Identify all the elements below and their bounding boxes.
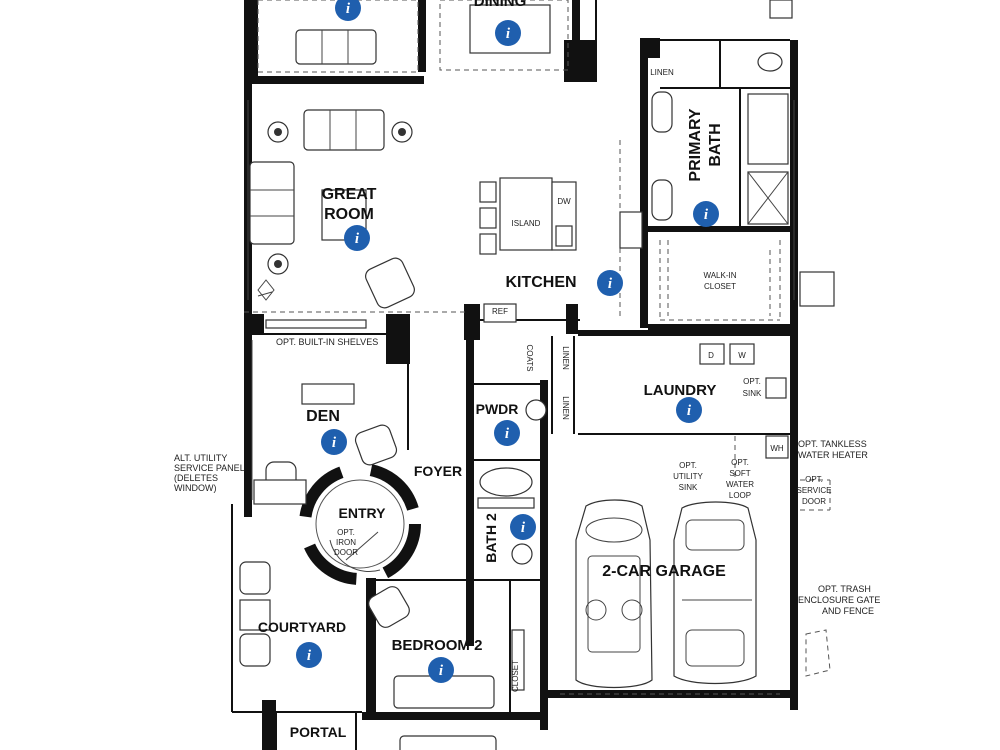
info-button-bath2[interactable]: i [510,514,536,540]
info-button-bedroom2[interactable]: i [428,657,454,683]
room-label-garage: 2-CAR GARAGE [602,563,726,580]
room-label-entry: ENTRY [339,505,387,521]
note-soft-water-line4: LOOP [729,491,751,500]
room-label-great-room-line2: ROOM [324,206,374,223]
note-opt-iron-line1: OPT. [337,528,355,537]
note-opt-shelves: OPT. BUILT-IN SHELVES [276,337,378,347]
note-tankless-line2: WATER HEATER [798,450,868,460]
label-coats: COATS [525,345,534,372]
info-button-great-room[interactable]: i [344,225,370,251]
info-button-laundry[interactable]: i [676,397,702,423]
label-walkin-line2: CLOSET [704,282,736,291]
info-button-den[interactable]: i [321,429,347,455]
room-label-courtyard: COURTYARD [258,619,346,635]
label-island: ISLAND [512,219,541,228]
info-button-dining[interactable]: i [495,20,521,46]
note-alt-utility-line2: SERVICE PANEL [174,463,245,473]
room-label-portal: PORTAL [290,724,347,740]
room-label-dining: DINING [474,0,527,10]
room-label-kitchen: KITCHEN [505,274,576,291]
room-label-bedroom2: BEDROOM 2 [392,637,483,654]
label-dw: DW [557,197,571,206]
label-linen-top: LINEN [650,68,674,77]
info-button-kitchen[interactable]: i [597,270,623,296]
note-soft-water-line3: WATER [726,480,754,489]
room-label-den: DEN [306,408,340,425]
info-button-primary-bath[interactable]: i [693,201,719,227]
label-washer: W [738,351,746,360]
note-opt-iron-line2: IRON [336,538,356,547]
label-dryer: D [708,351,714,360]
label-closet: CLOSET [511,660,520,692]
note-service-door-line3: DOOR [802,497,826,506]
label-linen-a: LINEN [561,346,570,370]
label-walkin-line1: WALK-IN [703,271,736,280]
room-label-foyer: FOYER [414,463,462,479]
label-ref: REF [492,307,508,316]
note-trash-line2: ENCLOSURE GATE [798,595,880,605]
note-opt-sink-line2: SINK [743,389,762,398]
room-label-primary-bath-line1: PRIMARY [687,108,704,182]
walls [231,0,798,750]
room-label-great-room-line1: GREAT [322,186,377,203]
note-trash-line3: AND FENCE [822,606,874,616]
furniture [239,0,835,750]
room-label-primary-bath-line2: BATH [707,123,724,166]
note-utility-sink-line2: UTILITY [673,472,703,481]
note-service-door-line1: OPT. [805,475,823,484]
note-trash-line1: OPT. TRASH [818,584,871,594]
note-soft-water-line2: SOFT [729,469,750,478]
room-label-laundry: LAUNDRY [644,382,717,399]
note-opt-sink-line1: OPT. [743,377,761,386]
note-alt-utility-line4: WINDOW) [174,483,217,493]
garage-cars [575,499,757,689]
note-alt-utility-line3: (DELETES [174,473,218,483]
note-soft-water-line1: OPT. [731,458,749,467]
room-labels: DINING GREAT ROOM KITCHEN PRIMARY BATH D… [258,0,726,740]
room-label-pwdr: PWDR [476,401,519,417]
info-button-living[interactable]: i [335,0,361,21]
fixture-labels: LINEN ISLAND DW REF COATS LINEN LINEN WA… [492,68,784,692]
label-wh: WH [770,444,784,453]
note-tankless-line1: OPT. TANKLESS [798,439,867,449]
label-linen-b: LINEN [561,396,570,420]
info-button-pwdr[interactable]: i [494,420,520,446]
option-notes: OPT. BUILT-IN SHELVES ALT. UTILITY SERVI… [174,337,880,616]
note-service-door-line2: SERVICE [797,486,832,495]
note-utility-sink-line1: OPT. [679,461,697,470]
info-button-courtyard[interactable]: i [296,642,322,668]
note-opt-iron-line3: DOOR [334,548,358,557]
note-utility-sink-line3: SINK [679,483,698,492]
note-alt-utility-line1: ALT. UTILITY [174,453,227,463]
room-label-bath2: BATH 2 [483,513,499,563]
dashed-lines [244,0,831,511]
